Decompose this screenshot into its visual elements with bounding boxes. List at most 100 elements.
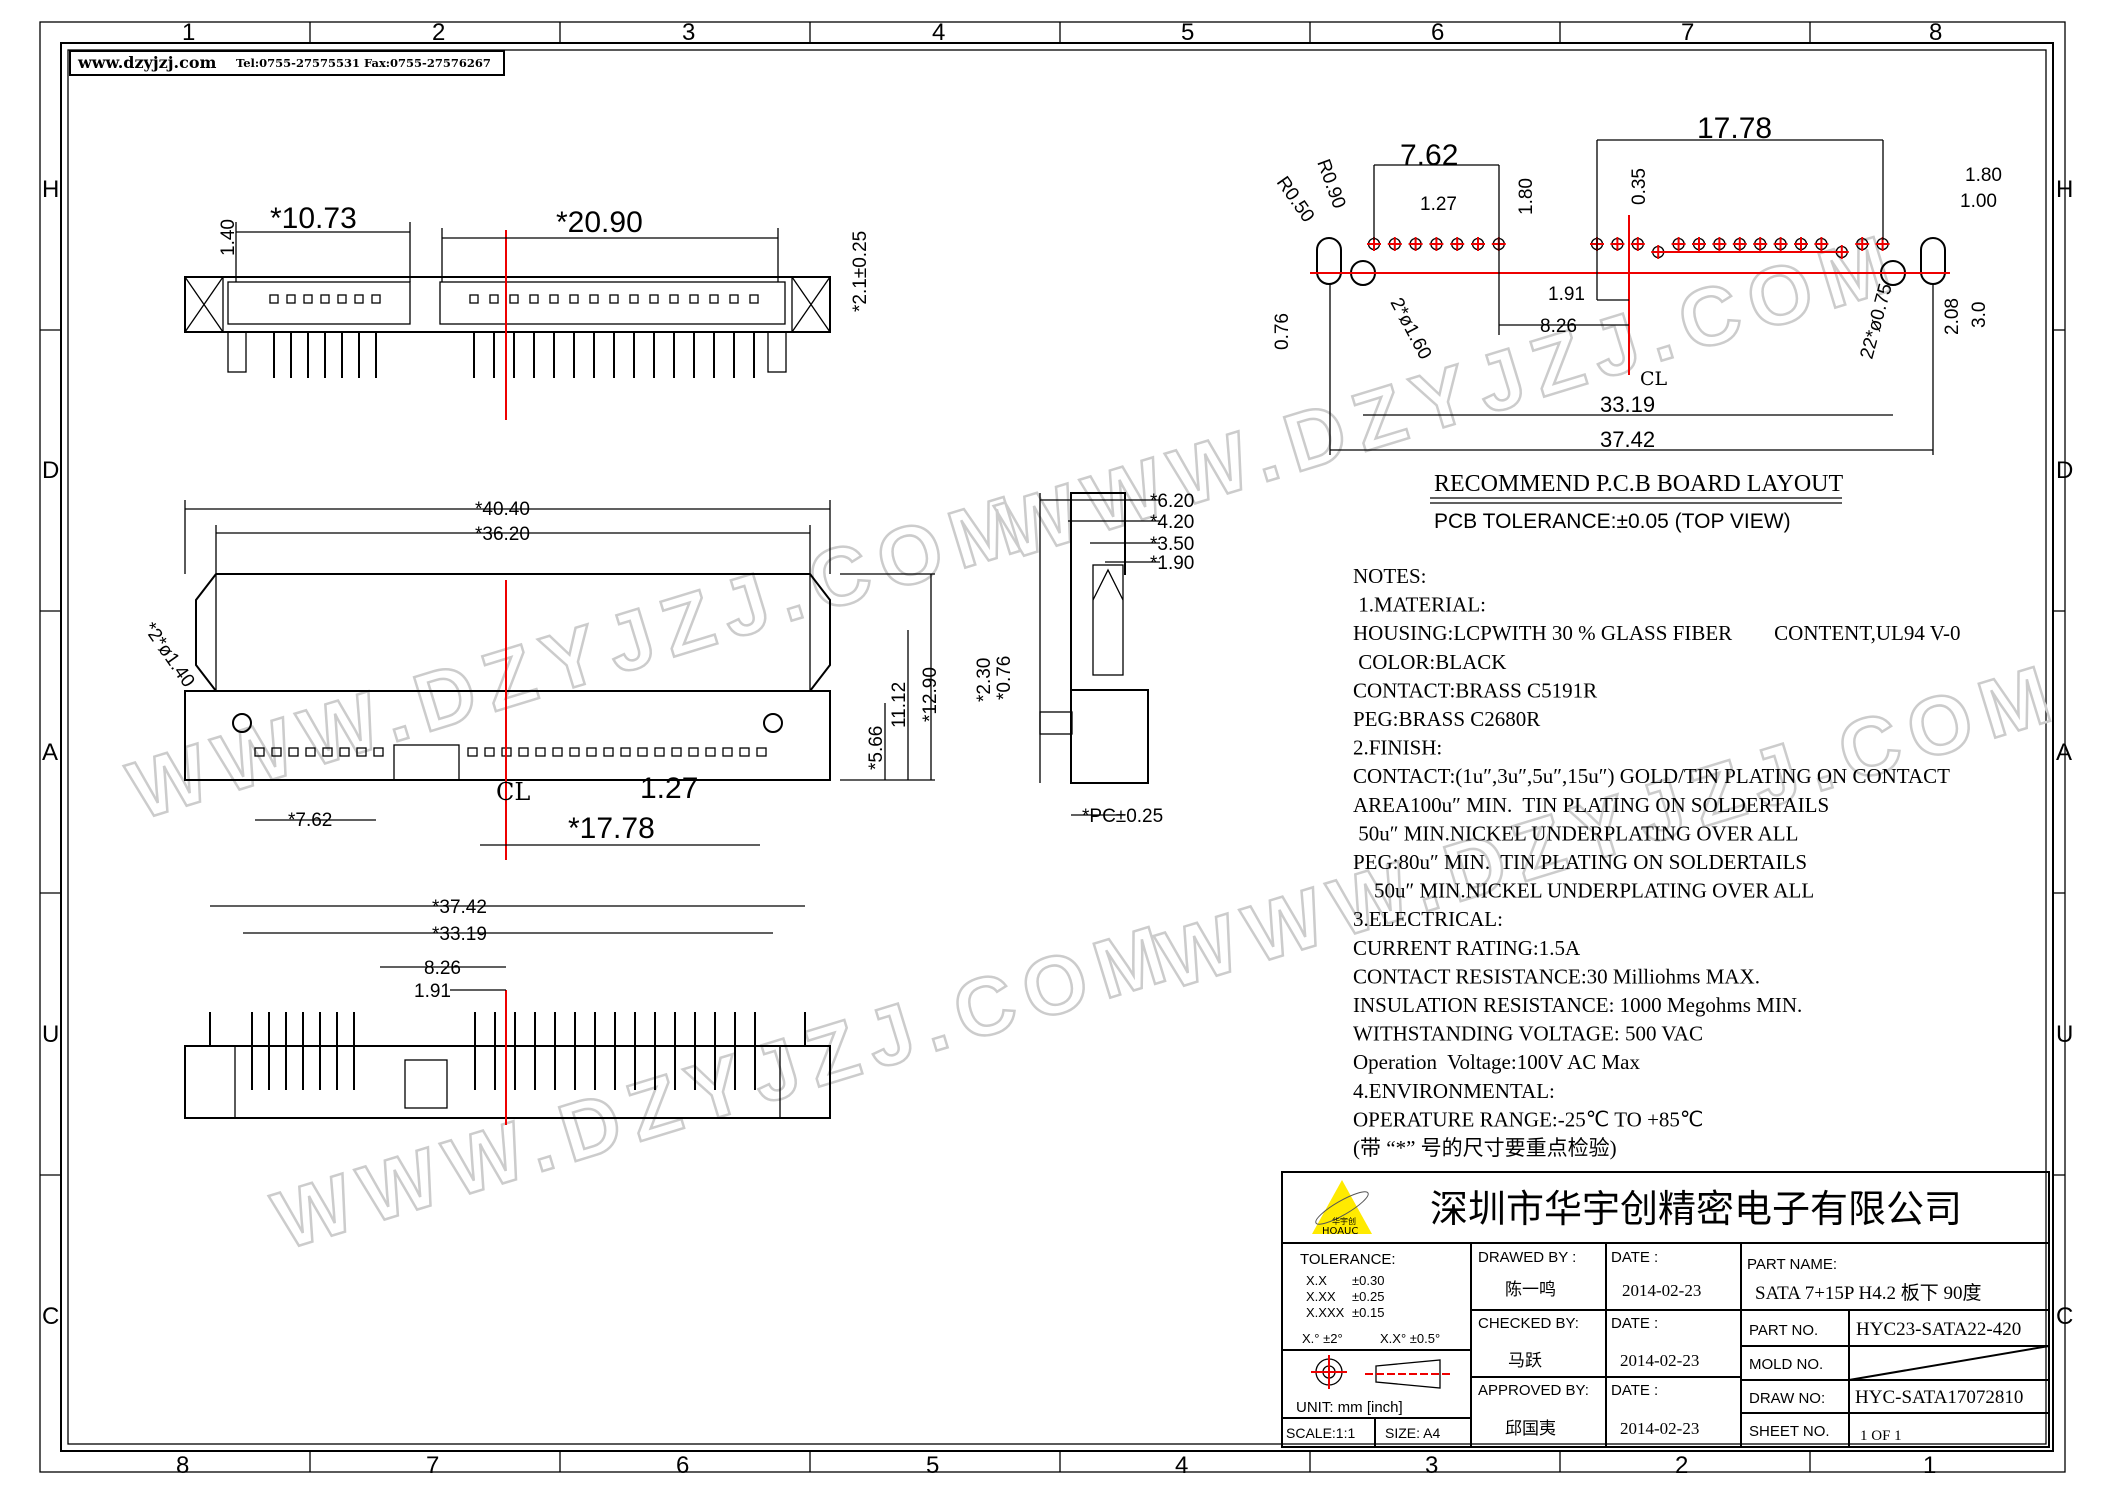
contact-tooth [671, 747, 682, 757]
contact-tooth [654, 747, 665, 757]
date-drawn: 2014-02-23 [1622, 1281, 1701, 1300]
pin-window [629, 294, 639, 304]
drawed-by-label: DRAWED BY : [1478, 1249, 1576, 1266]
pin-window [469, 294, 479, 304]
mold-no-label: MOLD NO. [1749, 1356, 1823, 1373]
col-label: 7 [1681, 19, 1694, 46]
dim-label: 17.78 [1697, 112, 1772, 145]
col-label: 8 [176, 1452, 189, 1479]
dim-label: *2.30 [974, 658, 995, 702]
col-label: 1 [1923, 1452, 1936, 1479]
watermarks: WWW.DZYJZJ.COM WWW.DZYJZJ.COM WWW.DZYJZJ… [117, 215, 2073, 1269]
front-view: *40.40 *36.20 *2*ø1.40 *5.66 11.12 *12.9… [139, 499, 941, 860]
contact-tooth [552, 747, 563, 757]
contact-tooth [722, 747, 733, 757]
notes: NOTES: 1.MATERIAL:HOUSING:LCPWITH 30 % G… [1353, 564, 1960, 1160]
contact-tooth [739, 747, 750, 757]
contact-tooth [569, 747, 580, 757]
note-line: PEG:BRASS C2680R [1353, 707, 1540, 731]
pcb-layout-title: RECOMMEND P.C.B BOARD LAYOUT [1434, 471, 1844, 497]
dim-label: 3.0 [1969, 302, 1990, 328]
top-view: *10.73 *20.90 1.40 *2.1±0.25 [184, 202, 871, 420]
tolerance-value: ±0.30 [1352, 1273, 1384, 1288]
pin-window [320, 294, 330, 304]
dim-label: 1.80 [1516, 178, 1537, 215]
angle-tolerance: X.° ±2° [1302, 1331, 1343, 1346]
tolerance-value: ±0.15 [1352, 1305, 1384, 1320]
note-line: OPERATURE RANGE:-25℃ TO +85℃ [1353, 1107, 1704, 1131]
dim-label: *7.62 [288, 810, 332, 831]
row-label: H [2056, 176, 2073, 203]
dim-label: *2*ø1.40 [139, 619, 199, 692]
note-line: AREA100u″ MIN. TIN PLATING ON SOLDERTAIL… [1353, 793, 1829, 817]
angle-tolerance: X.X° ±0.5° [1380, 1331, 1440, 1346]
peg [227, 331, 247, 373]
drawed-by: 陈一鸣 [1505, 1280, 1556, 1299]
dim-label: 1.91 [1548, 284, 1585, 305]
row-label: A [2056, 739, 2072, 766]
contact-tooth [373, 747, 384, 757]
contact-tooth [356, 747, 367, 757]
dim-label: *40.40 [475, 499, 530, 520]
row-label: U [2056, 1021, 2073, 1048]
contact-tooth [322, 747, 333, 757]
dim-label: *12.90 [920, 667, 941, 722]
note-line: NOTES: [1353, 564, 1427, 588]
company-name: 深圳市华宇创精密电子有限公司 [1430, 1187, 1962, 1231]
note-line: (带 “*” 号的尺寸要重点检验) [1353, 1136, 1617, 1160]
dim-label: *6.20 [1150, 491, 1194, 512]
dim-label: *PC±0.25 [1082, 806, 1163, 827]
tolerance-key: X.X [1306, 1273, 1327, 1288]
grid-bottom-columns: 8 7 6 5 4 3 2 1 [176, 1452, 1936, 1479]
dim-label: 2.08 [1942, 298, 1963, 335]
contact-tooth [254, 747, 265, 757]
col-label: 1 [182, 19, 195, 46]
note-line: 4.ENVIRONMENTAL: [1353, 1079, 1555, 1103]
col-label: 2 [1675, 1452, 1688, 1479]
part-name: SATA 7+15P H4.2 板下 90度 [1755, 1282, 1982, 1304]
dim-label: 2*ø1.60 [1386, 294, 1436, 363]
sheet-no: 1 OF 1 [1860, 1428, 1902, 1444]
contact-tooth [467, 747, 478, 757]
col-label: 5 [926, 1452, 939, 1479]
pin-window [749, 294, 759, 304]
row-label: D [42, 457, 59, 484]
logo-text: 华宇创 [1332, 1216, 1356, 1226]
note-line: HOUSING:LCPWITH 30 % GLASS FIBER CONTENT… [1353, 621, 1960, 645]
dim-label: 1.80 [1965, 165, 2002, 186]
side-view: *6.20 *4.20 *3.50 *1.90 *2.30 *0.76 *PC±… [974, 491, 1194, 827]
row-label: U [42, 1021, 59, 1048]
pin-window [337, 294, 347, 304]
pin-window [609, 294, 619, 304]
pin-window [689, 294, 699, 304]
row-label: H [42, 176, 59, 203]
dim-label: 0.35 [1629, 168, 1650, 205]
contact-tooth [288, 747, 299, 757]
dim-label: 33.19 [1600, 392, 1655, 417]
ruler-frame [60, 42, 2054, 1452]
row-label: C [2056, 1303, 2073, 1330]
note-line: 2.FINISH: [1353, 736, 1442, 760]
col-label: 8 [1929, 19, 1942, 46]
col-label: 6 [676, 1452, 689, 1479]
dim-label: *36.20 [475, 524, 530, 545]
approved-by: 邱国夷 [1505, 1419, 1556, 1438]
contact-tooth [305, 747, 316, 757]
pin-window [549, 294, 559, 304]
dim-label: 0.76 [1272, 313, 1293, 350]
tolerance-label: TOLERANCE: [1300, 1251, 1396, 1268]
draw-no: HYC-SATA17072810 [1855, 1387, 2023, 1408]
row-label: D [2056, 457, 2073, 484]
col-label: 2 [432, 19, 445, 46]
dim-label: *3.50 [1150, 534, 1194, 555]
pin-window [509, 294, 519, 304]
pin-window [286, 294, 296, 304]
note-line: 50u″ MIN.NICKEL UNDERPLATING OVER ALL [1353, 879, 1814, 903]
note-line: CONTACT RESISTANCE:30 Milliohms MAX. [1353, 964, 1760, 988]
dim-label: 8.26 [1540, 316, 1577, 337]
date-label: DATE : [1611, 1315, 1658, 1332]
col-label: 4 [1175, 1452, 1188, 1479]
pin-window [269, 294, 279, 304]
part-no: HYC23-SATA22-420 [1856, 1319, 2021, 1340]
